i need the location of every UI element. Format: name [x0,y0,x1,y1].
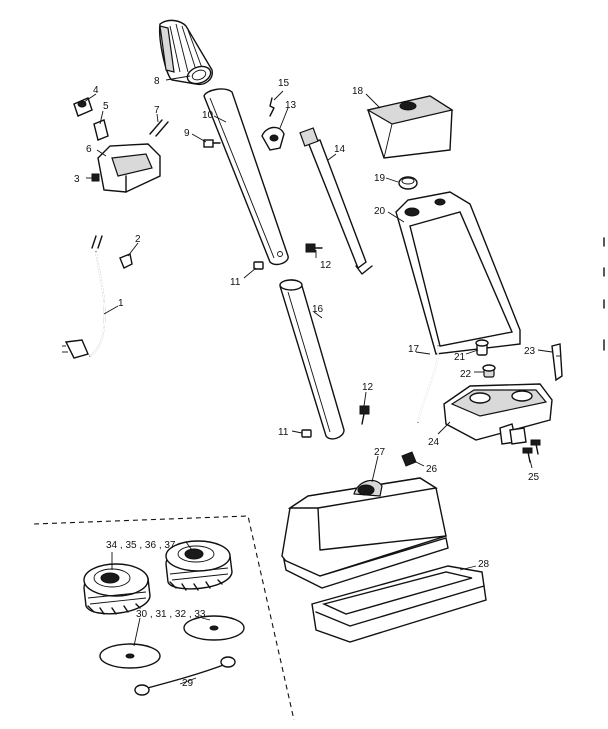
callout-17: 17 [408,344,420,355]
callout-14: 14 [334,144,346,155]
callout-22: 22 [460,369,472,380]
part-19-cap [398,176,418,190]
callout-34-37: 34 , 35 , 36 , 37 [106,540,176,551]
callout-6: 6 [86,144,92,155]
callout-9: 9 [184,128,190,139]
part-13-bracket [261,126,285,151]
part-34-37-brush-left [83,563,151,615]
callout-12-lower: 12 [362,382,374,393]
part-21-fitting [475,339,489,356]
leader-lines [83,75,553,685]
part-4-switch-button [73,97,93,117]
part-30-33-pad-left [99,643,161,669]
callout-10: 10 [202,110,214,121]
part-24-valve-housing [443,383,553,445]
callout-2: 2 [135,234,141,245]
callout-8: 8 [154,76,160,87]
part-16-lower-tube [279,279,345,440]
part-8-handle-grip [158,19,213,86]
callout-21: 21 [454,352,466,363]
callout-3: 3 [74,174,80,185]
callout-24: 24 [428,437,440,448]
part-27-base-housing [281,477,449,589]
part-14-rod [299,127,373,275]
callout-7: 7 [154,105,160,116]
part-6-switch-housing [97,143,161,193]
callout-19: 19 [374,173,386,184]
callout-15: 15 [278,78,290,89]
part-23-latch [551,343,563,382]
brush-kit-boundary [33,515,295,721]
part-11-screw-upper [253,261,264,270]
part-3-nut [91,173,100,182]
callout-5: 5 [103,101,109,112]
part-9-screw [203,139,221,148]
part-18-cover [366,95,454,159]
part-30-33-pad-right [183,615,245,641]
callout-25: 25 [528,472,540,483]
callout-30-33: 30 , 31 , 32 , 33 [136,609,206,620]
callout-13: 13 [285,100,297,111]
part-26-clip [401,451,417,467]
part-34-37-brush-right [165,540,233,591]
part-7-screws [149,119,169,137]
callout-23: 23 [524,346,536,357]
part-22-fitting [482,364,496,378]
callout-29: 29 [182,678,194,689]
part-2-connector [119,253,133,269]
callout-labels: 1 2 3 4 5 6 7 8 9 10 11 11 12 12 13 14 1… [74,76,540,689]
callout-27: 27 [374,447,386,458]
callout-11-lower: 11 [278,427,289,438]
part-29-belt [134,656,236,696]
callout-18: 18 [352,86,364,97]
part-15-spring [269,97,275,117]
part-1-cord [62,235,106,359]
part-10-upper-tube [203,88,289,266]
callout-11-upper: 11 [230,277,241,288]
part-25-screws [522,439,541,463]
callout-12-upper: 12 [320,260,332,271]
callout-1: 1 [118,298,124,309]
callout-28: 28 [478,559,490,570]
callout-16: 16 [312,304,324,315]
part-20-tank [395,191,521,355]
part-11-screw-lower [301,429,312,438]
part-12-bolt-upper [305,243,323,253]
part-28-tray [311,565,487,643]
callout-4: 4 [93,85,99,96]
callout-26: 26 [426,464,438,475]
callout-20: 20 [374,206,386,217]
part-5-switch [93,119,109,141]
part-17-hose [417,345,439,423]
part-12-bolt-lower [359,405,370,425]
